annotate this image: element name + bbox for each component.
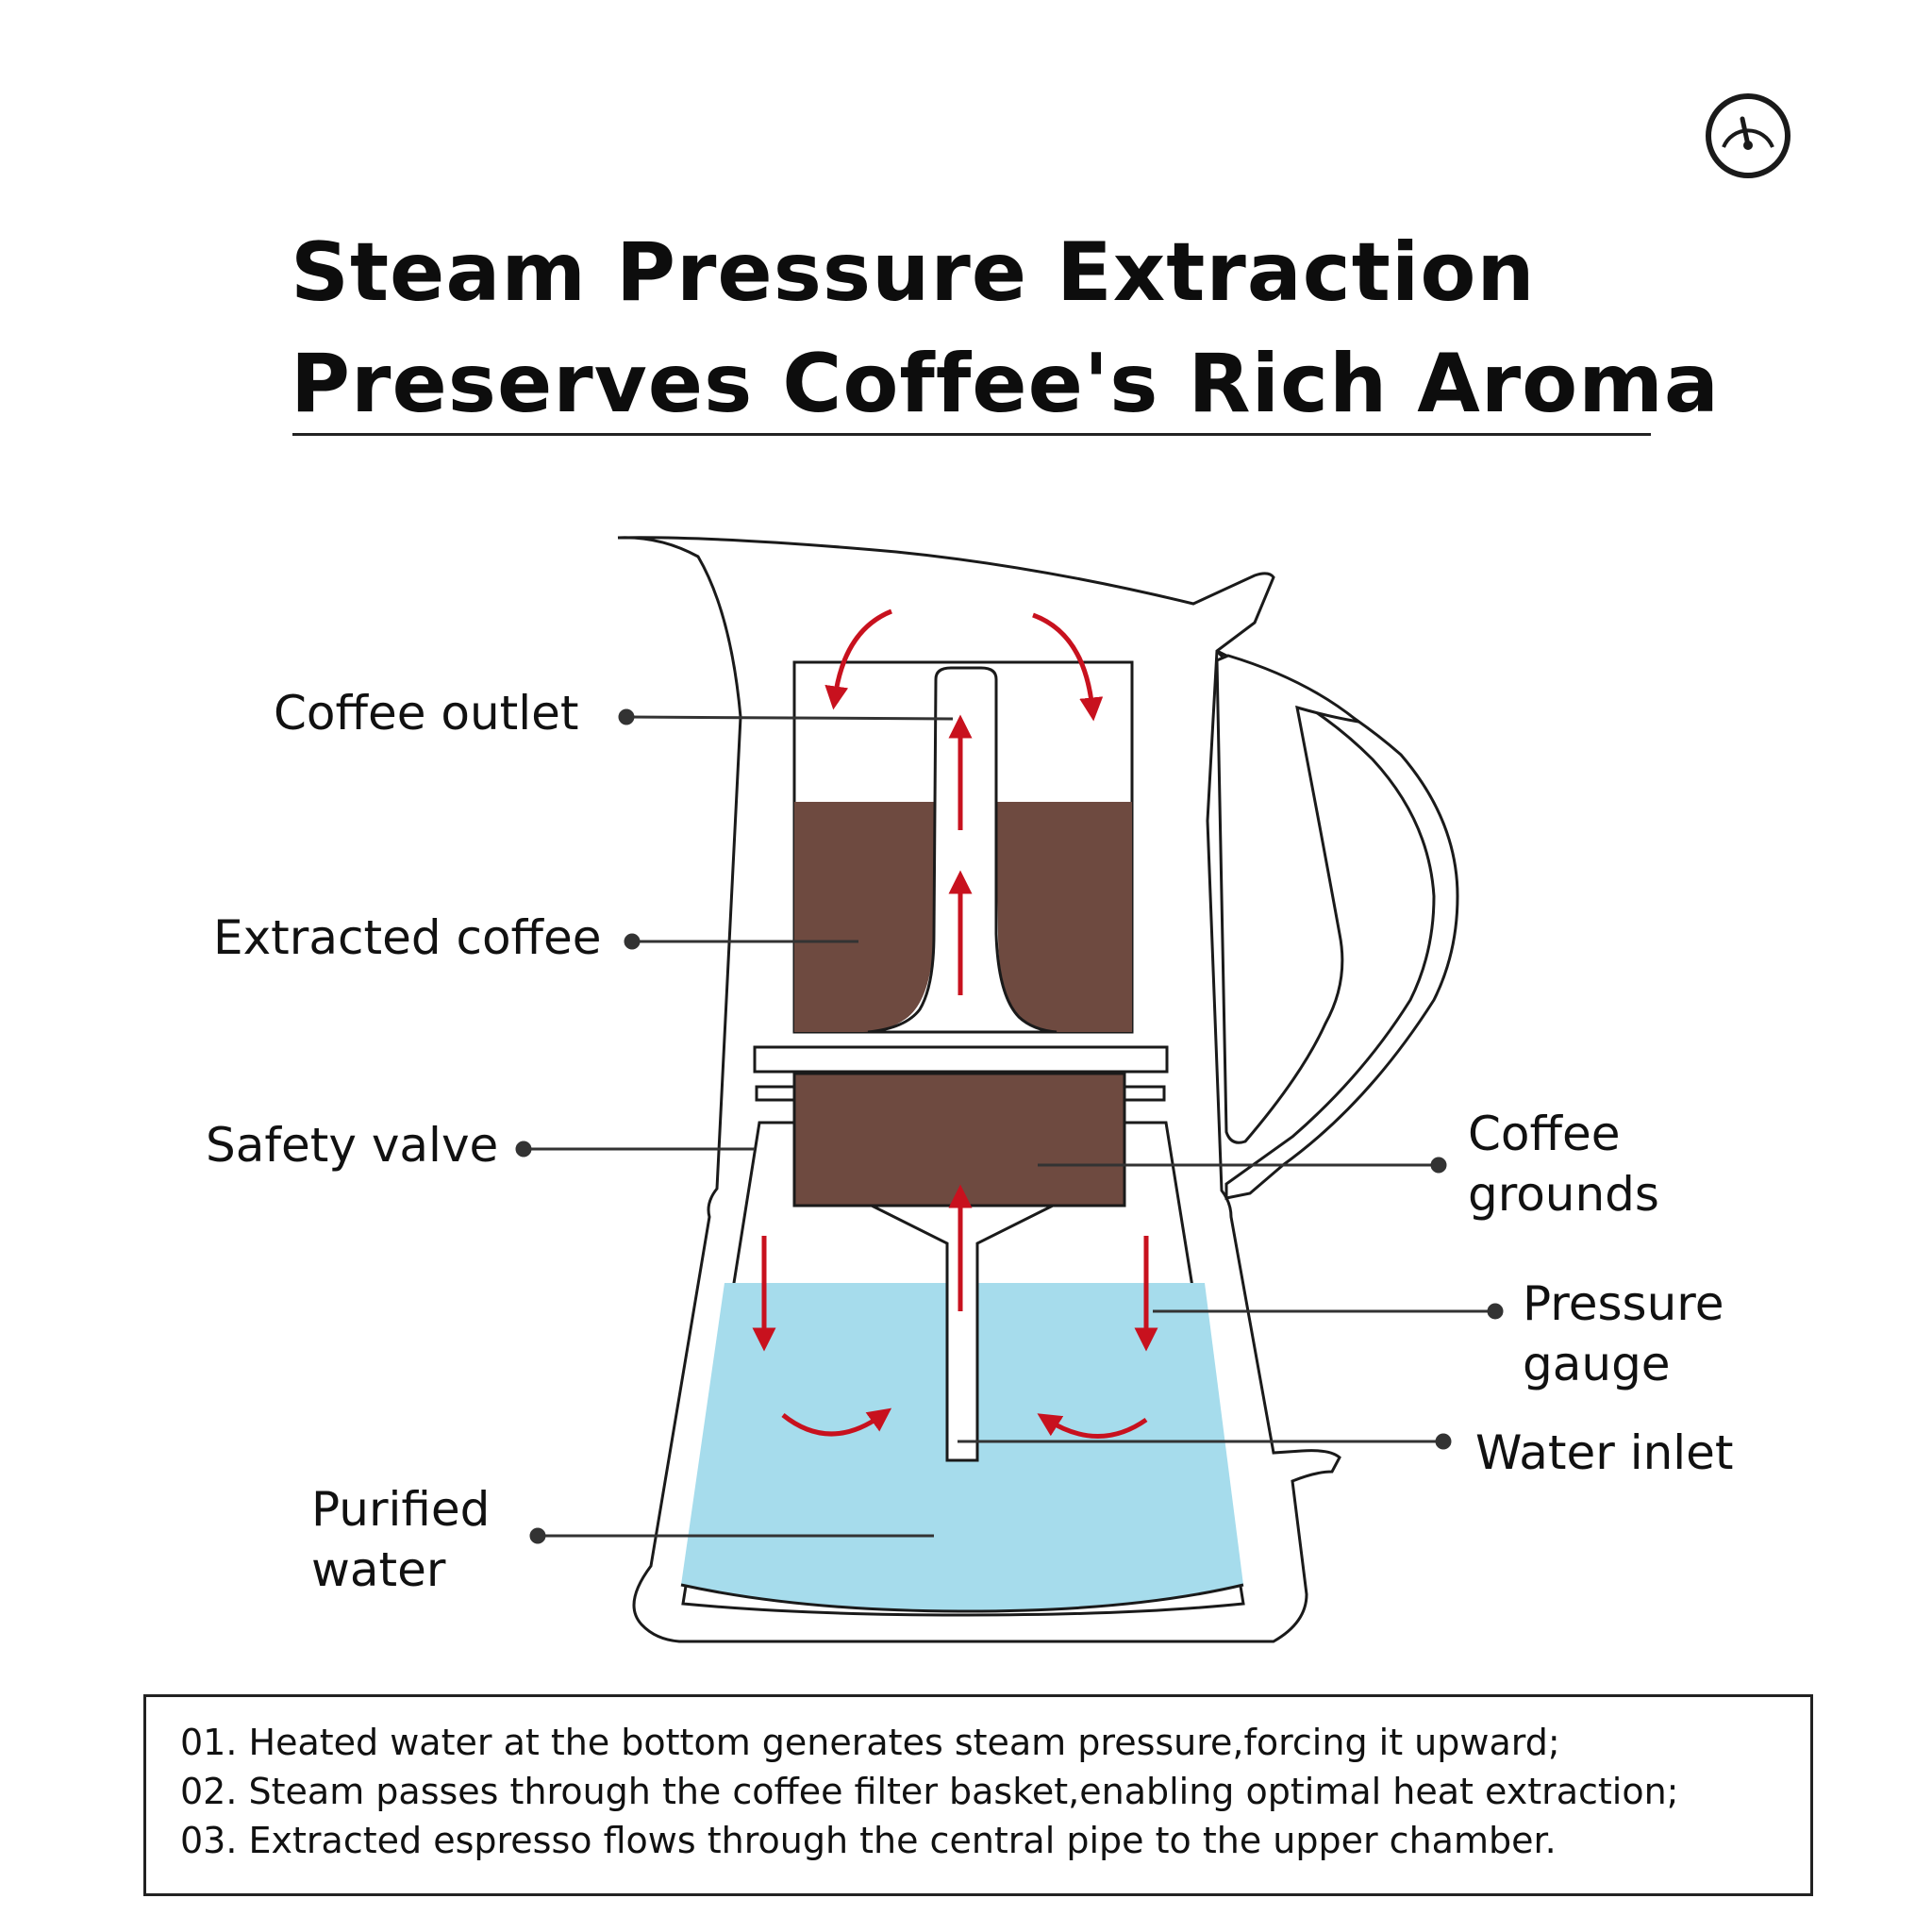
label-coffee-outlet: Coffee outlet (274, 686, 579, 741)
title-line-1: Steam Pressure Extraction (291, 225, 1536, 320)
label-safety-valve: Safety valve (206, 1118, 499, 1173)
label-extracted-coffee: Extracted coffee (213, 910, 602, 965)
title-line-2: Preserves Coffee's Rich Aroma (291, 337, 1720, 431)
label-pressure-gauge-line-2: gauge (1523, 1337, 1671, 1391)
pot-handle (1215, 649, 1459, 1200)
coffee-grounds-fill (792, 1072, 1126, 1208)
pot-handle-inner (1215, 654, 1364, 1144)
step-3: 03. Extracted espresso flows through the… (180, 1820, 1557, 1861)
step-1: 01. Heated water at the bottom generates… (180, 1722, 1560, 1763)
flow-arrows (752, 608, 1158, 1439)
label-coffee-grounds-line-1: Coffee (1468, 1107, 1621, 1161)
label-pressure-gauge-line-1: Pressure (1523, 1276, 1724, 1331)
central-pipe (867, 666, 1058, 1034)
label-purified-water: Purified water (311, 1479, 490, 1600)
page-title: Steam Pressure Extraction Preserves Coff… (291, 217, 1720, 440)
seal-plate (753, 1045, 1169, 1074)
step-2: 02. Steam passes through the coffee filt… (180, 1771, 1679, 1812)
boiler-outline (681, 1121, 1245, 1617)
pressure-gauge-icon (1706, 93, 1790, 178)
title-underline (292, 433, 1651, 436)
steps-box: 01. Heated water at the bottom generates… (143, 1694, 1813, 1896)
label-coffee-grounds-line-2: grounds (1468, 1167, 1659, 1222)
leader-lines (515, 708, 1504, 1544)
label-water-inlet: Water inlet (1475, 1425, 1734, 1480)
extracted-coffee-fill (794, 802, 936, 1032)
label-coffee-grounds: Coffee grounds (1468, 1104, 1659, 1224)
label-purified-water-line-2: water (311, 1542, 446, 1597)
label-pressure-gauge: Pressure gauge (1523, 1274, 1724, 1394)
label-purified-water-line-1: Purified (311, 1482, 491, 1537)
